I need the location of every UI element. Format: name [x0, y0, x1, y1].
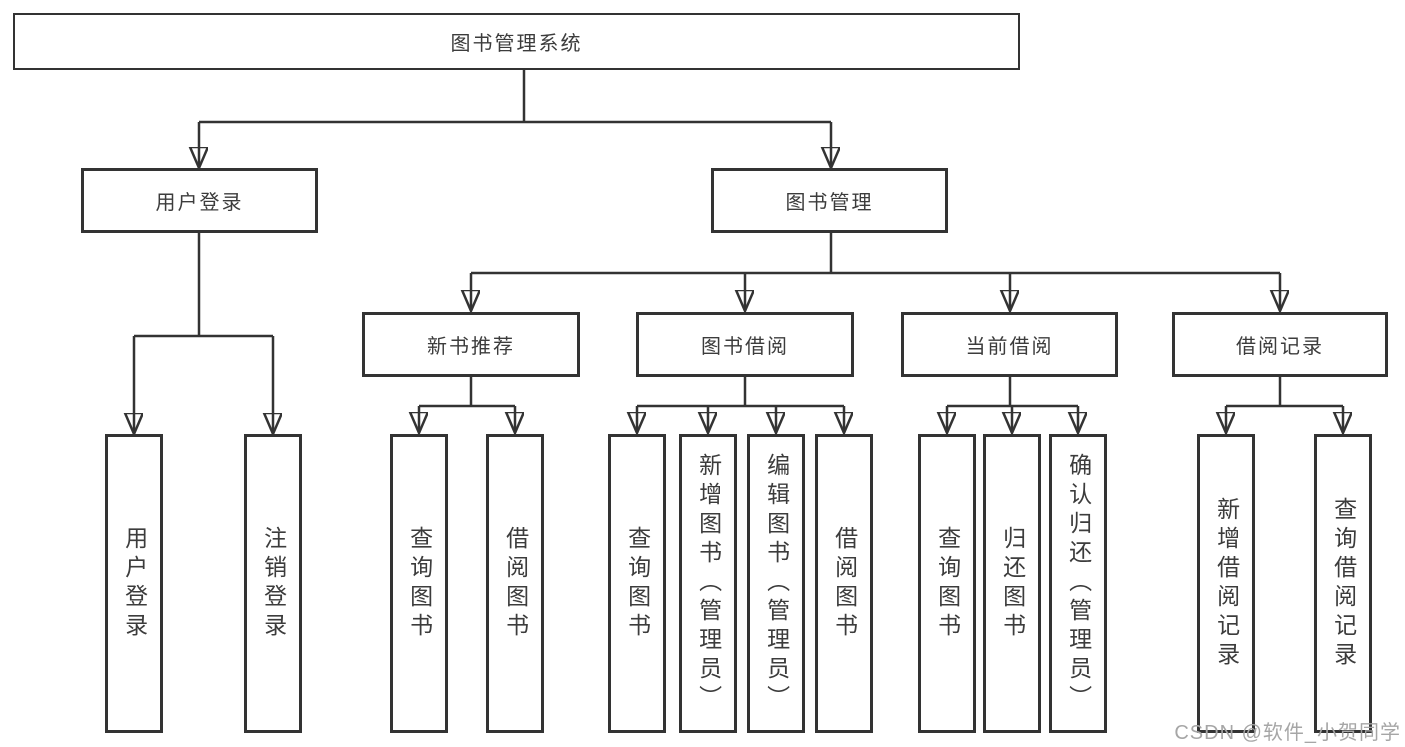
edge-new-book-recommend-trunk: [419, 377, 515, 408]
leaf-query-books-3: 查询图书: [918, 434, 976, 733]
edge-user-login-trunk: [134, 233, 273, 338]
edge-book-management-trunk: [471, 233, 1280, 275]
node-label: 查询图书: [934, 525, 961, 642]
leaf-query-books-1: 查询图书: [390, 434, 448, 733]
leaf-logout: 注销登录: [244, 434, 302, 733]
node-label: 查询借阅记录: [1330, 496, 1357, 671]
node-label: 图书管理: [785, 192, 874, 214]
node-new-book-recommend: 新书推荐: [362, 312, 580, 377]
leaf-query-books-2: 查询图书: [608, 434, 666, 733]
node-book-borrowing: 图书借阅: [636, 312, 854, 377]
node-label: 用户登录: [155, 192, 244, 214]
node-label: 用户登录: [121, 525, 148, 642]
node-label: 编辑图书（管理员）: [763, 453, 790, 714]
node-label: 图书借阅: [701, 336, 789, 358]
node-current-borrowing: 当前借阅: [901, 312, 1118, 377]
node-label: 注销登录: [260, 525, 287, 642]
leaf-edit-books-admin: 编辑图书（管理员）: [747, 434, 805, 733]
node-label: 当前借阅: [965, 336, 1054, 358]
edge-current-borrowing-trunk: [947, 377, 1078, 408]
node-label: 图书管理系统: [450, 33, 583, 55]
edge-borrowing-records-trunk: [1226, 377, 1343, 408]
node-label: 借阅图书: [502, 525, 529, 642]
node-label: 确认归还（管理员）: [1065, 453, 1092, 714]
leaf-add-borrow-record: 新增借阅记录: [1197, 434, 1255, 733]
node-book-management: 图书管理: [711, 168, 948, 233]
leaf-user-login: 用户登录: [105, 434, 163, 733]
edge-root-trunk: [199, 70, 831, 124]
leaf-add-books-admin: 新增图书（管理员）: [679, 434, 737, 733]
edge-book-borrowing-trunk: [637, 377, 844, 408]
node-borrowing-records: 借阅记录: [1172, 312, 1388, 377]
node-label: 借阅记录: [1236, 336, 1324, 358]
node-label: 归还图书: [999, 525, 1026, 642]
leaf-confirm-return-admin: 确认归还（管理员）: [1049, 434, 1107, 733]
leaf-query-borrow-record: 查询借阅记录: [1314, 434, 1372, 733]
node-label: 新增图书（管理员）: [695, 453, 722, 714]
leaf-return-books: 归还图书: [983, 434, 1041, 733]
node-label: 新增借阅记录: [1213, 496, 1240, 671]
leaf-borrow-books-2: 借阅图书: [815, 434, 873, 733]
node-label: 新书推荐: [427, 336, 515, 358]
node-user-login: 用户登录: [81, 168, 318, 233]
leaf-borrow-books-1: 借阅图书: [486, 434, 544, 733]
node-label: 借阅图书: [831, 525, 858, 642]
node-label: 查询图书: [624, 525, 651, 642]
node-label: 查询图书: [406, 525, 433, 642]
node-library-management-system: 图书管理系统: [13, 13, 1020, 70]
watermark: CSDN @软件_小贺同学: [1174, 722, 1401, 744]
